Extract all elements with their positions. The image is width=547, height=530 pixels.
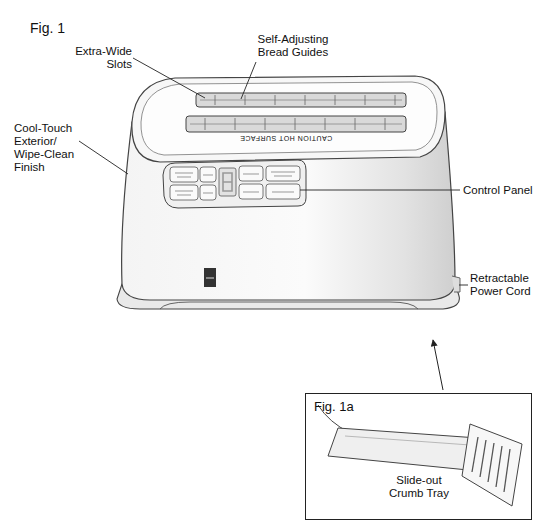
toaster-top bbox=[132, 76, 445, 162]
base-cutout bbox=[160, 302, 418, 309]
cord-exit bbox=[452, 276, 460, 292]
part-label: Self-Adjusting Bread Guides bbox=[243, 33, 343, 59]
badge-mark bbox=[206, 278, 214, 279]
guide-ticks bbox=[205, 95, 395, 130]
part-label: Slide-out Crumb Tray bbox=[384, 474, 454, 500]
figure-label: Fig. 1 bbox=[30, 20, 90, 36]
bread-guide bbox=[200, 100, 402, 101]
part-label: Cool-Touch Exterior/ Wipe-Clean Finish bbox=[14, 122, 78, 174]
inset-pointer bbox=[433, 340, 443, 390]
part-label: Retractable Power Cord bbox=[470, 272, 540, 298]
panel-buttons bbox=[170, 166, 300, 200]
brand-badge bbox=[204, 268, 216, 287]
tray-handle bbox=[462, 424, 522, 506]
crumb-tray bbox=[328, 428, 478, 470]
bread-slot bbox=[186, 116, 406, 132]
part-label: Control Panel bbox=[463, 184, 547, 197]
leader-lines bbox=[79, 58, 468, 285]
control-panel bbox=[163, 160, 306, 208]
bread-slot bbox=[196, 93, 406, 107]
part-label: Extra-Wide Slots bbox=[74, 45, 132, 71]
display-window bbox=[219, 168, 236, 196]
warning-text: CAUTION HOT SURFACE bbox=[236, 134, 336, 142]
figure-label: Fig. 1a bbox=[314, 400, 394, 413]
handle-grille bbox=[472, 437, 510, 492]
bread-guide bbox=[190, 124, 402, 125]
top-rim bbox=[141, 82, 437, 155]
inset-box: Fig. 1a Slide-out Crumb Tray bbox=[305, 393, 532, 520]
tray-detail bbox=[345, 436, 470, 445]
display-digit bbox=[223, 173, 232, 191]
